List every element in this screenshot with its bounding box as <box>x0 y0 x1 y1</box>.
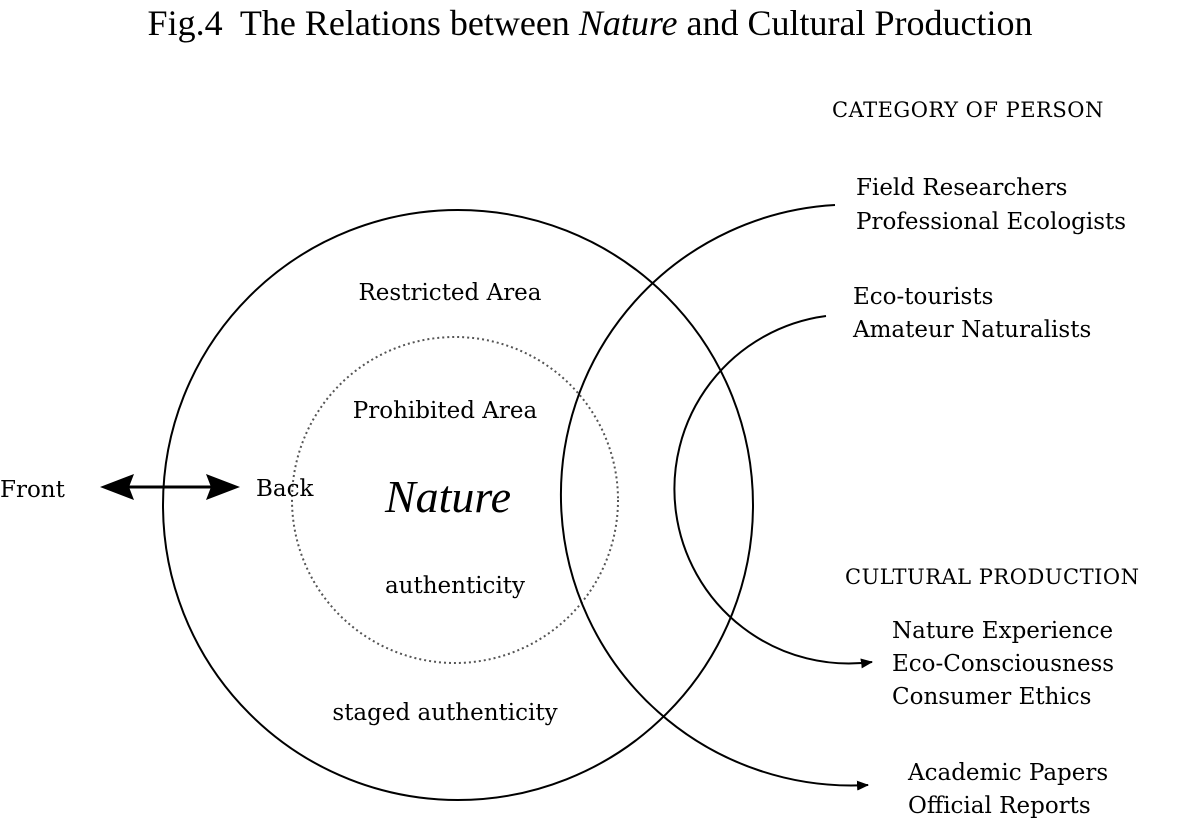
category-of-person-heading: CATEGORY OF PERSON <box>832 98 1104 122</box>
title-suffix: and Cultural Production <box>677 3 1032 43</box>
restricted-area-label: Restricted Area <box>358 280 541 306</box>
staged-authenticity-label: staged authenticity <box>332 700 557 726</box>
authenticity-label: authenticity <box>385 573 525 599</box>
person-field-researchers: Field Researchers <box>856 175 1067 201</box>
production-eco-consciousness: Eco-Consciousness <box>892 651 1114 677</box>
back-arrowhead-icon <box>206 474 240 500</box>
prohibited-area-circle <box>291 336 619 664</box>
figure-title: Fig.4 The Relations between Nature and C… <box>148 3 1033 43</box>
person-professional-ecologists: Professional Ecologists <box>856 209 1126 235</box>
nature-center-label: Nature <box>384 471 511 522</box>
restricted-area-circle <box>162 209 754 801</box>
person-amateur-naturalists: Amateur Naturalists <box>852 317 1091 343</box>
front-label: Front <box>0 477 66 503</box>
title-prefix: Fig.4 The Relations between <box>148 3 579 43</box>
person-eco-tourists: Eco-tourists <box>853 284 993 310</box>
production-consumer-ethics: Consumer Ethics <box>892 684 1092 710</box>
back-label: Back <box>256 476 314 502</box>
title-emphasis: Nature <box>578 3 678 43</box>
production-academic-papers: Academic Papers <box>907 760 1108 786</box>
production-nature-experience: Nature Experience <box>892 618 1113 644</box>
researchers-production-curve <box>560 204 869 791</box>
prohibited-area-label: Prohibited Area <box>353 398 538 424</box>
cultural-production-heading: CULTURAL PRODUCTION <box>845 565 1139 589</box>
production-official-reports: Official Reports <box>908 793 1091 819</box>
front-arrowhead-icon <box>100 474 134 500</box>
ecotourists-production-curve <box>673 315 873 669</box>
